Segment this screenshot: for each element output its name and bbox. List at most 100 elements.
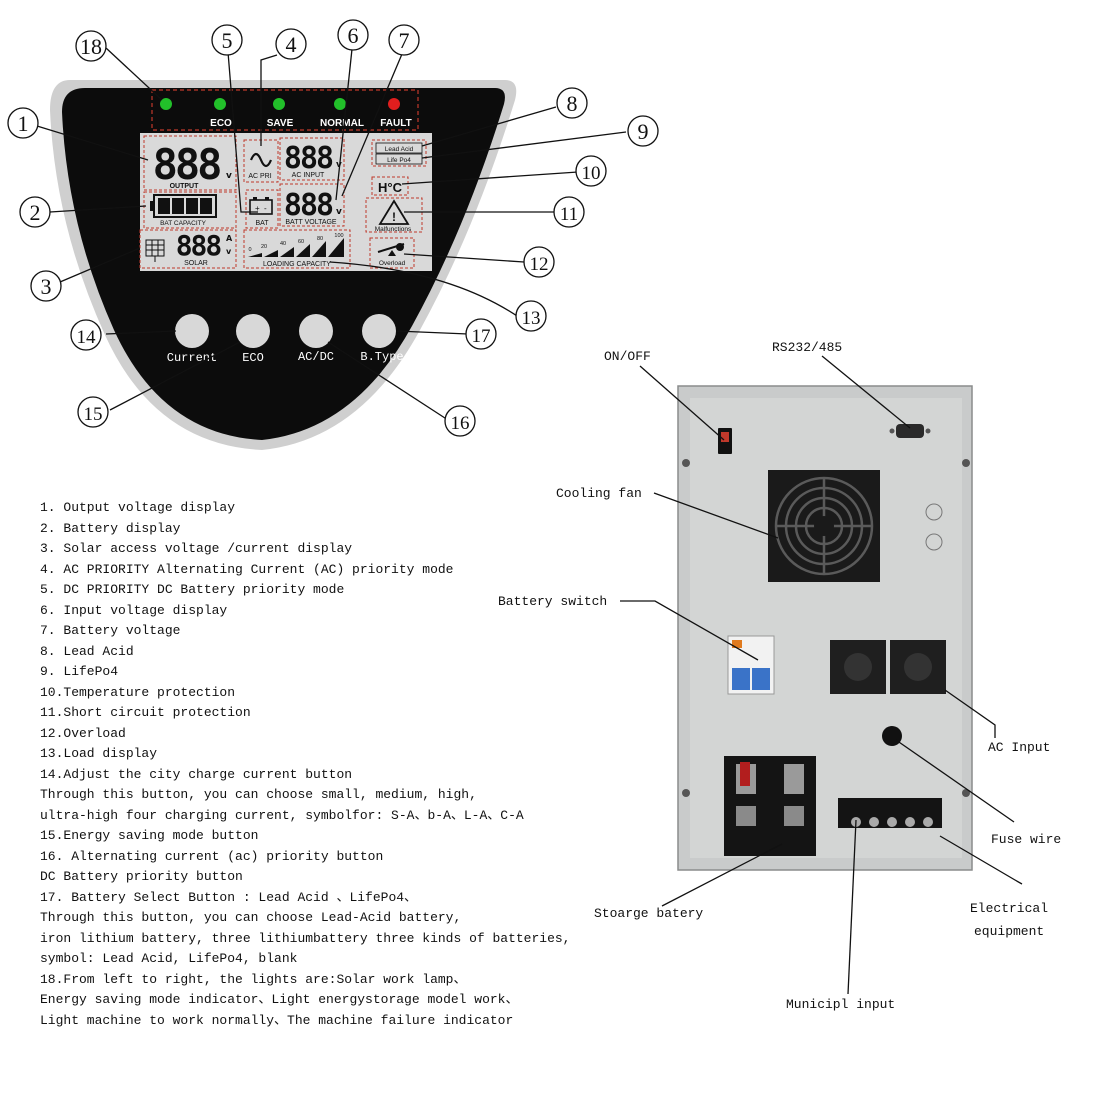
on-off-label: ON/OFF	[604, 349, 651, 364]
legend-line: 3. Solar access voltage /current display	[40, 541, 353, 556]
legend-line: iron lithium battery, three lithiumbatte…	[40, 930, 571, 946]
callout-13: 13	[522, 308, 541, 329]
lifepo4-tag	[375, 153, 423, 165]
loading-tick-100: 100	[334, 233, 343, 239]
ac-input-box	[279, 137, 345, 181]
legend-line: Through this button, you can choose smal…	[40, 787, 477, 802]
legend-line: 9. LifePo4	[40, 664, 119, 679]
legend-line: 14.Adjust the city charge current button	[40, 766, 353, 782]
bat-capacity-box	[143, 191, 237, 229]
legend-line: Light machine to work normally、The machi…	[40, 1012, 514, 1028]
callout-18: 18	[80, 34, 102, 59]
callout-17: 17	[472, 326, 491, 347]
legend-line: 8. Lead Acid	[40, 643, 134, 659]
fuse-holder[interactable]	[882, 726, 902, 746]
indicator-row-box	[151, 89, 419, 131]
loading-tick-0: 0	[248, 247, 251, 253]
fault-indicator	[388, 98, 400, 110]
callout-8: 8	[567, 91, 578, 116]
lifepo4-label: Life Po4	[387, 157, 411, 164]
callout-6: 6	[348, 23, 359, 48]
output-voltage-digits: 888	[153, 140, 221, 189]
legend-line: symbol: Lead Acid, LifePo4, blank	[40, 951, 298, 966]
callout-12: 12	[530, 254, 549, 275]
svg-text:!: !	[392, 210, 396, 224]
ac-dc-button-label: AC/DC	[298, 350, 334, 364]
callout-1: 1	[18, 111, 29, 136]
solar-digits: 888	[176, 229, 222, 262]
ac-input-label: AC Input	[988, 740, 1050, 755]
bat-capacity-label: BAT CAPACITY	[160, 220, 207, 227]
legend-line: 11.Short circuit protection	[40, 705, 251, 720]
ac-dc-button[interactable]	[299, 314, 333, 348]
callout-10: 10	[582, 163, 601, 184]
eco-button-label: ECO	[242, 351, 264, 365]
svg-text:+: +	[255, 204, 260, 213]
lead-acid-label: Lead Acid	[385, 146, 414, 153]
legend-line: ultra-high four charging current, symbol…	[40, 807, 524, 823]
callout-4: 4	[286, 32, 297, 57]
output-box	[143, 135, 237, 191]
legend-line: 17. Battery Select Button : Lead Acid 、L…	[40, 889, 418, 905]
legend-list: 1. Output voltage display 2. Battery disp…	[40, 498, 580, 1031]
solar-panel-icon	[145, 239, 165, 262]
legend-line: 13.Load display	[40, 746, 158, 761]
ac-sine-icon	[249, 152, 273, 168]
battery-type-box	[371, 139, 427, 167]
callout-9: 9	[638, 119, 649, 144]
loading-tick-40: 40	[280, 241, 286, 247]
overload-icon	[377, 243, 405, 256]
legend-line: DC Battery priority button	[40, 869, 243, 884]
electrical-equipment-label-line2: equipment	[974, 924, 1044, 939]
output-label: OUTPUT	[170, 183, 200, 190]
eco-button[interactable]	[236, 314, 270, 348]
battery-switch-label: Battery switch	[498, 594, 607, 609]
lead-acid-tag	[375, 142, 423, 154]
callout-leader-lines	[36, 47, 627, 421]
indicator-lights	[160, 98, 400, 110]
rs232-port[interactable]	[896, 424, 924, 438]
malfunction-box	[365, 197, 423, 233]
loading-tick-80: 80	[317, 236, 323, 242]
storage-battery-label: Stoarge batery	[594, 906, 703, 921]
legend-line: 4. AC PRIORITY Alternating Current (AC) …	[40, 561, 454, 577]
legend-line: 18.From left to right, the lights are:So…	[40, 971, 467, 987]
batt-voltage-label: BATT VOLTAGE	[285, 219, 337, 226]
solar-label: SOLAR	[184, 260, 208, 267]
legend-line: 7. Battery voltage	[40, 623, 181, 638]
callout-2: 2	[30, 200, 41, 225]
ac-input-digits: 888	[284, 141, 333, 176]
callout-16: 16	[451, 413, 470, 434]
save-indicator	[273, 98, 285, 110]
solar-box	[139, 229, 237, 269]
solar-work-lamp-indicator	[160, 98, 172, 110]
save-indicator-label: SAVE	[267, 118, 294, 129]
normal-indicator-label: NORMAL	[320, 118, 364, 129]
rs232-label: RS232/485	[772, 340, 842, 355]
bat-label: BAT	[255, 220, 269, 227]
overload-label: Overload	[379, 260, 406, 267]
loading-capacity-bars	[248, 238, 344, 257]
warning-triangle-icon	[378, 199, 410, 225]
fault-indicator-label: FAULT	[380, 118, 411, 129]
legend-line: 1. Output voltage display	[40, 500, 236, 515]
legend-line: 12.Overload	[40, 725, 126, 741]
overload-box	[369, 237, 415, 269]
loading-capacity-box	[243, 229, 351, 269]
electrical-equipment-label-line1: Electrical	[970, 901, 1048, 916]
loading-tick-60: 60	[298, 239, 304, 245]
b-type-button[interactable]	[362, 314, 396, 348]
eco-indicator	[214, 98, 226, 110]
legend-line: 2. Battery display	[40, 520, 181, 536]
batt-voltage-digits: 888	[284, 188, 333, 223]
current-button[interactable]	[175, 314, 209, 348]
batt-voltage-box	[279, 183, 345, 227]
eco-indicator-label: ECO	[210, 118, 232, 129]
legend-line: 16. Alternating current (ac) priority bu…	[40, 848, 384, 864]
solar-unit-v: v	[226, 247, 232, 256]
legend-line: Through this button, you can choose Lead…	[40, 910, 462, 925]
control-panel: ECO SAVE NORMAL FAULT 888 v OUTPUT AC PR…	[7, 19, 659, 450]
callout-3: 3	[41, 274, 52, 299]
callout-5: 5	[222, 28, 233, 53]
